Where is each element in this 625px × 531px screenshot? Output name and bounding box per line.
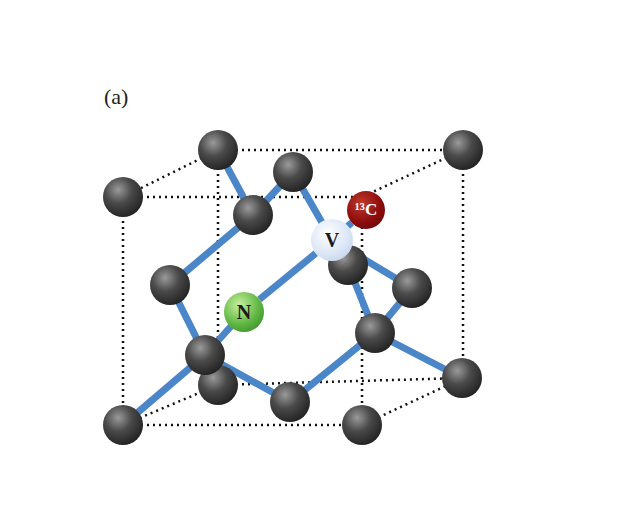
- vacancy-site: V: [311, 219, 353, 261]
- bond: [348, 223, 352, 227]
- atom-label: ¹³C: [355, 200, 377, 220]
- bond: [259, 253, 315, 299]
- panel-label: (a): [104, 84, 128, 110]
- atom-label: V: [325, 229, 339, 252]
- carbon-atoms: [103, 130, 483, 445]
- carbon-13-atom: ¹³C: [347, 191, 385, 229]
- unit-cell: [123, 150, 463, 425]
- nitrogen-atom: N: [224, 292, 264, 332]
- atom-label: N: [237, 301, 251, 324]
- bonds: [123, 150, 462, 425]
